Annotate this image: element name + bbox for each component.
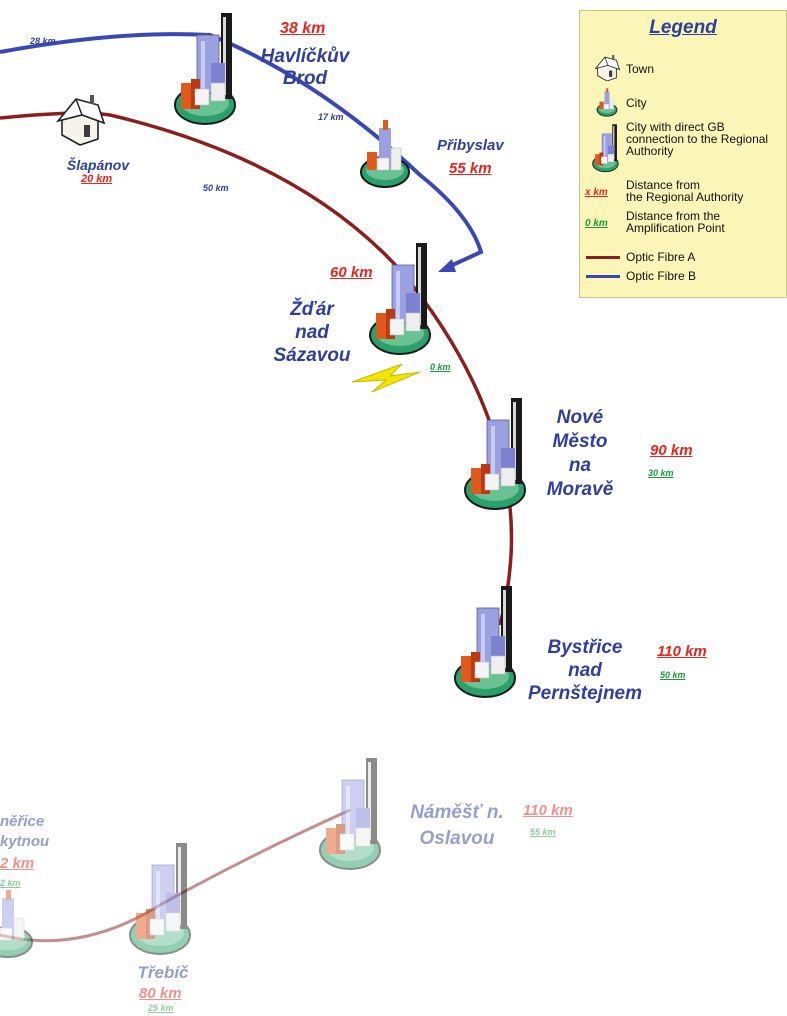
node-name-line: Moravě: [546, 479, 614, 500]
node-distance-amplification: 25 km: [148, 1003, 174, 1013]
legend-row-distance-amplification: 0 km Distance from the Amplification Poi…: [580, 210, 786, 236]
node-name-namest: Náměšť n. Oslavou: [402, 800, 512, 852]
legend-symbol-distance-amplification: 0 km: [585, 218, 608, 229]
legend-title: Legend: [649, 17, 717, 38]
fibre-a-swatch: [586, 256, 620, 259]
node-distance-regional: 55 km: [449, 160, 492, 177]
node-name-line: nad: [568, 660, 602, 681]
city-gb-icon: [174, 12, 236, 125]
node-name-line: Sázavou: [273, 345, 351, 366]
node-name-line: Žďár: [290, 299, 334, 320]
node-distance-regional: 80 km: [139, 985, 182, 1002]
node-distance-amplification: 2 km: [0, 878, 21, 888]
node-distance-amplification: 50 km: [660, 670, 686, 680]
legend-label-line: the Regional Authority: [626, 190, 744, 204]
node-distance-regional: 110 km: [657, 643, 707, 660]
legend-label: City with direct GB connection to the Re…: [626, 121, 768, 157]
city-gb-icon: [319, 757, 381, 870]
node-name-line: Pernštejnem: [527, 683, 643, 704]
legend-row-city: City: [580, 87, 786, 117]
legend-row-fibre-b: Optic Fibre B: [580, 268, 786, 284]
node-name-bystrice: Bystřice nad Pernštejnem: [520, 636, 650, 705]
node-distance-regional: 2 km: [0, 855, 35, 872]
node-name-line: Náměšť n.: [410, 802, 504, 823]
legend-label-line: Authority: [626, 144, 674, 158]
node-name-line: Město: [552, 431, 608, 452]
town-icon: [595, 55, 620, 81]
legend-label-line: connection to the Regional: [626, 132, 769, 146]
node-name-line: na: [568, 455, 592, 476]
legend-label: City: [626, 96, 647, 110]
legend-label-line: Distance from the: [626, 209, 721, 223]
city-icon: [596, 87, 618, 117]
node-name-havlickuv-brod: Havlíčkův Brod: [250, 46, 360, 90]
legend-label: Distance from the Amplification Point: [626, 210, 725, 234]
legend-row-city-gb: City with direct GB connection to the Re…: [580, 121, 786, 173]
node-distance-amplification: 55 km: [530, 827, 556, 837]
node-name-slapanov: Šlapánov: [66, 157, 130, 173]
segment-distance-label: 50 km: [203, 183, 229, 193]
node-name-line: nad: [295, 322, 329, 343]
node-name-line: Brod: [282, 67, 328, 89]
node-distance-regional: 60 km: [330, 264, 373, 281]
node-name-line: něřice: [0, 813, 45, 830]
legend-symbol-distance-regional: x km: [585, 187, 608, 198]
node-name-partial: něřice kytnou: [0, 812, 49, 852]
town-icon: [57, 94, 105, 146]
node-distance-amplification: 0 km: [430, 362, 451, 372]
amplification-lightning-icon: [351, 363, 421, 393]
node-distance-regional: 90 km: [650, 442, 693, 459]
legend-row-town: Town: [580, 55, 786, 81]
city-icon: [0, 889, 33, 958]
city-gb-icon: [592, 123, 619, 173]
legend-row-distance-regional: x km Distance from the Regional Authorit…: [580, 179, 786, 205]
node-name-line: Bystřice: [547, 637, 623, 658]
node-name-line: Oslavou: [419, 828, 495, 849]
legend-row-fibre-a: Optic Fibre A: [580, 249, 786, 265]
legend-label: Optic Fibre A: [626, 250, 696, 264]
node-name-line: Havlíčkův: [260, 46, 350, 67]
node-name-pribyslav: Přibyslav: [437, 137, 504, 154]
segment-distance-label: 28 km: [30, 36, 56, 46]
node-distance-regional: 20 km: [81, 173, 113, 185]
legend-label: Town: [626, 62, 655, 76]
node-name-trebic: Třebíč: [137, 963, 189, 982]
node-distance-regional: 110 km: [523, 802, 573, 819]
legend-box: Legend Town City City with direct GB con…: [579, 10, 787, 298]
node-distance-regional: 38 km: [280, 20, 326, 37]
node-name-nove-mesto: Nové Město na Moravě: [540, 406, 620, 502]
city-gb-icon: [369, 242, 431, 355]
node-name-line: Nové: [556, 407, 604, 428]
node-name-zdar: Žďár nad Sázavou: [262, 298, 362, 367]
city-gb-icon: [129, 842, 191, 955]
fibre-b-arrowhead: [438, 259, 456, 272]
legend-label-line: City with direct GB: [626, 120, 725, 134]
legend-label: Distance from the Regional Authority: [626, 179, 743, 203]
optic-fibre-b-line: [0, 32, 484, 270]
fibre-b-swatch: [586, 275, 620, 278]
node-name-line: kytnou: [0, 833, 50, 850]
legend-label-line: Distance from: [626, 178, 701, 192]
legend-label: Optic Fibre B: [626, 269, 697, 283]
legend-label-line: Amplification Point: [626, 221, 725, 235]
city-gb-icon: [464, 397, 526, 510]
segment-distance-label: 17 km: [318, 112, 344, 122]
node-distance-amplification: 30 km: [648, 468, 674, 478]
city-gb-icon: [454, 585, 516, 698]
